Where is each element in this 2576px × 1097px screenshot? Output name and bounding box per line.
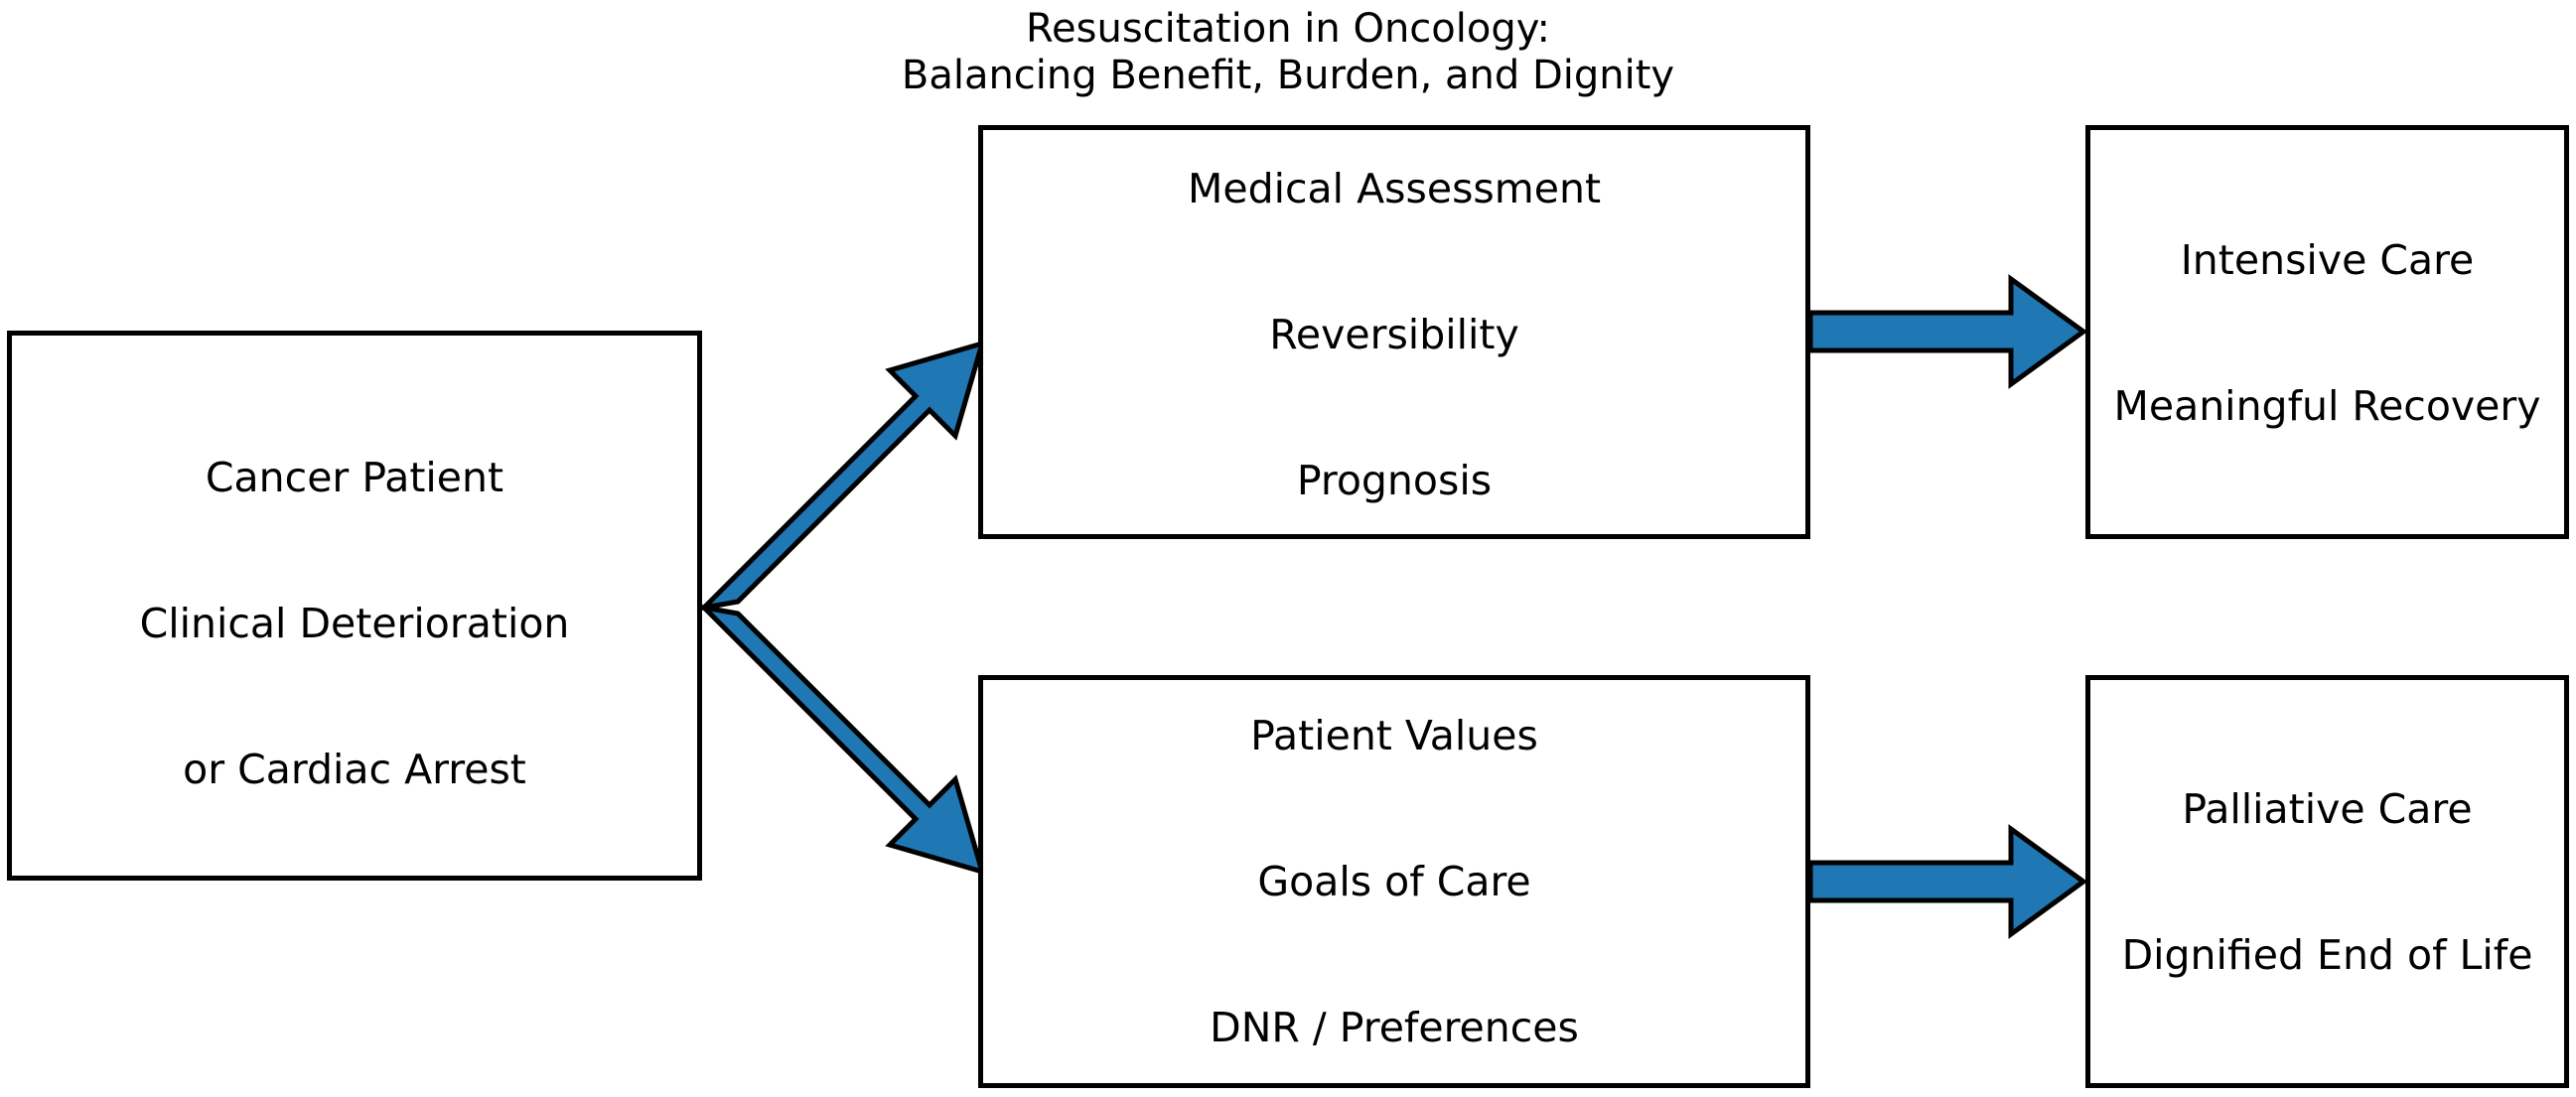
node-cancer-patient[interactable]: Cancer Patient Clinical Deterioration or… [7, 331, 702, 881]
node-cancer-patient-line-2: Clinical Deterioration [139, 599, 570, 647]
node-intensive-care-label: Intensive Care Meaningful Recovery [2090, 139, 2564, 528]
node-patient-values-line-2: Goals of Care [1257, 857, 1531, 905]
node-palliative-care-label: Palliative Care Dignified End of Life [2090, 688, 2564, 1077]
figure-title: Resuscitation in Oncology: Balancing Ben… [0, 6, 2576, 99]
node-patient-values-line-3: DNR / Preferences [1210, 1003, 1579, 1051]
node-intensive-care[interactable]: Intensive Care Meaningful Recovery [2085, 125, 2569, 539]
node-patient-values-line-1: Patient Values [1250, 711, 1538, 759]
node-cancer-patient-line-3: or Cardiac Arrest [183, 745, 526, 793]
node-patient-values-label: Patient Values Goals of Care DNR / Prefe… [983, 615, 1805, 1097]
node-intensive-care-line-2: Meaningful Recovery [2113, 381, 2541, 430]
arrow-values-to-palliative [1807, 824, 2088, 939]
figure-title-line-2: Balancing Benefit, Burden, and Dignity [901, 53, 1675, 98]
node-palliative-care[interactable]: Palliative Care Dignified End of Life [2085, 675, 2569, 1088]
arrow-medical-to-intensive [1807, 274, 2088, 389]
node-palliative-care-line-1: Palliative Care [2182, 785, 2473, 833]
node-cancer-patient-label: Cancer Patient Clinical Deterioration or… [12, 356, 697, 891]
arrow-source-to-values [696, 604, 986, 876]
node-medical-assessment-line-2: Reversibility [1269, 311, 1519, 358]
node-medical-assessment-line-3: Prognosis [1296, 457, 1493, 504]
arrow-source-to-medical [696, 340, 986, 612]
node-cancer-patient-line-1: Cancer Patient [205, 453, 504, 501]
node-palliative-care-line-2: Dignified End of Life [2121, 931, 2533, 979]
node-medical-assessment-line-1: Medical Assessment [1187, 165, 1602, 212]
node-medical-assessment[interactable]: Medical Assessment Reversibility Prognos… [978, 125, 1810, 539]
node-intensive-care-line-1: Intensive Care [2180, 235, 2475, 284]
node-medical-assessment-label: Medical Assessment Reversibility Prognos… [983, 68, 1805, 603]
node-patient-values[interactable]: Patient Values Goals of Care DNR / Prefe… [978, 675, 1810, 1088]
figure-title-line-1: Resuscitation in Oncology: [1026, 6, 1550, 52]
